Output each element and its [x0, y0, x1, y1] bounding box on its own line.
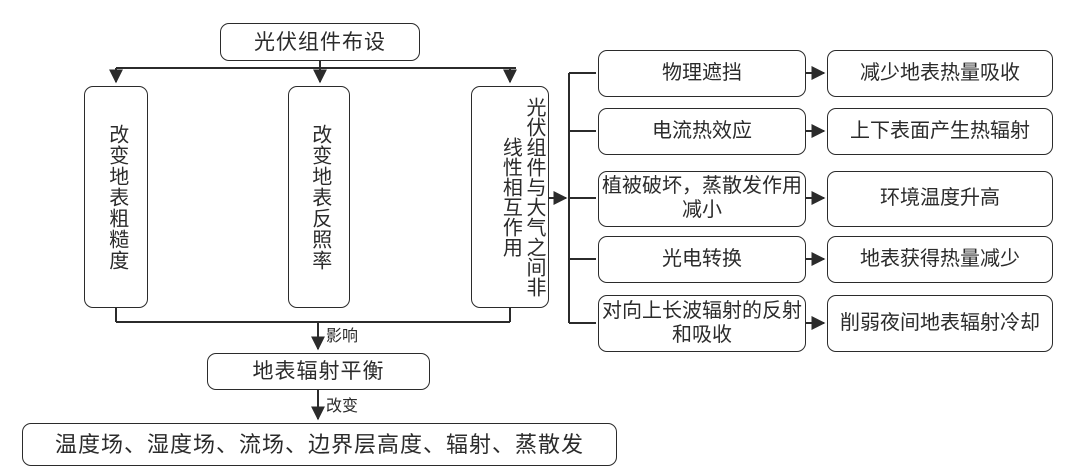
mechanism-photoelectric-conversion[interactable]: 光电转换	[598, 236, 806, 283]
primary-effect-label: 改变地表反照率	[308, 123, 331, 271]
mechanism-joule-heating[interactable]: 电流热效应	[598, 108, 806, 155]
node-affected-fields[interactable]: 温度场、湿度场、流场、边界层高度、辐射、蒸散发	[22, 423, 617, 466]
node-label: 温度场、湿度场、流场、边界层高度、辐射、蒸散发	[54, 431, 584, 457]
edge-label-change: 改变	[326, 398, 359, 415]
effect-thermal-radiation-both-surfaces[interactable]: 上下表面产生热辐射	[827, 108, 1053, 155]
effect-label: 减少地表热量吸收	[860, 61, 1020, 84]
mechanism-longwave-reflection-absorption[interactable]: 对向上长波辐射的反射和吸收	[598, 295, 806, 352]
mechanism-vegetation-damage[interactable]: 植被破坏，蒸散发作用减小	[598, 171, 806, 227]
mechanism-label: 光电转换	[662, 247, 742, 270]
edge-label-influence: 影响	[326, 328, 359, 345]
node-surface-radiation-balance[interactable]: 地表辐射平衡	[207, 353, 430, 390]
mechanism-label: 对向上长波辐射的反射和吸收	[602, 299, 802, 346]
root-node-pv-module-deployment[interactable]: 光伏组件布设	[220, 23, 420, 61]
effect-reduced-surface-heat-absorption[interactable]: 减少地表热量吸收	[827, 50, 1053, 97]
primary-effect-pv-atmosphere-interaction[interactable]: 光伏组件与大气之间非线性相互作用	[471, 86, 549, 308]
effect-label: 环境温度升高	[880, 187, 1000, 210]
effect-weakened-nocturnal-radiative-cooling[interactable]: 削弱夜间地表辐射冷却	[827, 295, 1053, 352]
primary-effect-label: 改变地表粗糙度	[105, 123, 128, 271]
root-node-label: 光伏组件布设	[254, 29, 386, 54]
primary-effect-surface-roughness[interactable]: 改变地表粗糙度	[84, 86, 148, 308]
effect-less-heat-to-surface[interactable]: 地表获得热量减少	[827, 236, 1053, 283]
mechanism-label: 植被破坏，蒸散发作用减小	[602, 175, 802, 221]
primary-effect-surface-albedo[interactable]: 改变地表反照率	[288, 86, 350, 308]
effect-label: 削弱夜间地表辐射冷却	[840, 311, 1040, 334]
effect-label: 地表获得热量减少	[860, 247, 1020, 270]
mechanism-label: 电流热效应	[652, 119, 752, 142]
primary-effect-label: 光伏组件与大气之间非线性相互作用	[499, 97, 545, 297]
effect-label: 上下表面产生热辐射	[850, 119, 1030, 142]
mechanism-physical-shading[interactable]: 物理遮挡	[598, 50, 806, 97]
node-label: 地表辐射平衡	[252, 359, 385, 384]
mechanism-label: 物理遮挡	[662, 61, 742, 84]
effect-ambient-temperature-rise[interactable]: 环境温度升高	[827, 171, 1053, 227]
